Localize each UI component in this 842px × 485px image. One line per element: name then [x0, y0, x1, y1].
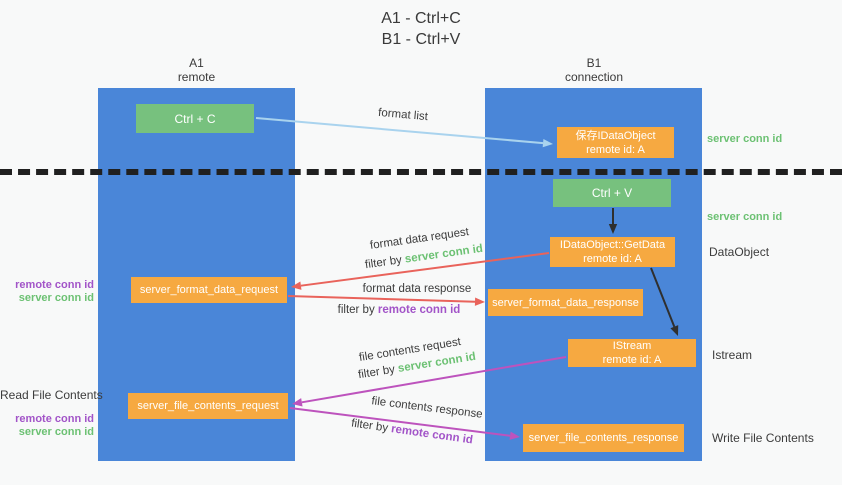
flow-label-filter-by-remote-conn-id-1: filter by remote conn id — [324, 304, 474, 316]
side-label-server-conn-id-top-right: server conn id — [707, 133, 783, 145]
lifeline-header-b1: B1 connection — [485, 56, 703, 84]
node-server-file-contents-response: server_file_contents_response — [523, 424, 684, 452]
side-label-istream: Istream — [712, 348, 753, 362]
format-data-response-arrow — [287, 295, 485, 306]
side-label-server-conn-id-bottom-left: server conn id — [18, 426, 94, 438]
file-contents-request-arrow — [292, 356, 567, 407]
node-save-idataobject: 保存IDataObject remote id: A — [557, 127, 674, 158]
node-idataobject-getdata: IDataObject::GetData remote id: A — [550, 237, 675, 267]
ctrlv-to-getdata-arrow — [608, 208, 618, 234]
title-line-1: A1 - Ctrl+C — [381, 10, 461, 27]
node-ctrl-v: Ctrl + V — [553, 179, 671, 207]
node-server-file-contents-request: server_file_contents_request — [128, 393, 288, 419]
getdata-to-istream-arrow — [650, 267, 679, 336]
node-getdata-line2: remote id: A — [583, 253, 642, 265]
remote-conn-id-text: remote conn id — [377, 304, 461, 316]
node-istream: IStream remote id: A — [568, 339, 696, 367]
lifeline-b1-role: connection — [564, 70, 624, 84]
lifeline-b1-name: B1 — [586, 56, 602, 70]
title-line-2: B1 - Ctrl+V — [381, 31, 461, 48]
node-file-request-label: server_file_contents_request — [137, 400, 279, 412]
node-format-request-label: server_format_data_request — [139, 284, 279, 296]
node-istream-line2: remote id: A — [602, 354, 662, 366]
node-format-response-label: server_format_data_response — [492, 296, 639, 309]
node-server-format-data-request: server_format_data_request — [131, 277, 287, 303]
node-ctrl-c: Ctrl + C — [136, 104, 254, 133]
diagram-title: A1 - Ctrl+C B1 - Ctrl+V — [296, 8, 546, 50]
node-file-response-label: server_file_contents_response — [528, 432, 679, 444]
node-ctrl-v-label: Ctrl + V — [591, 186, 633, 200]
side-label-server-conn-id-mid-right: server conn id — [707, 211, 783, 223]
lifeline-header-a1: A1 remote — [98, 56, 295, 84]
format-list-arrow — [255, 117, 553, 148]
side-label-remote-conn-id-top-left: remote conn id — [15, 279, 94, 291]
flow-label-format-data-response: format data response — [342, 283, 492, 295]
format-data-request-arrow — [291, 252, 550, 290]
node-save-idataobject-line1: 保存IDataObject — [575, 129, 656, 142]
lifeline-a1-role: remote — [177, 70, 216, 84]
side-label-read-file-contents: Read File Contents — [0, 388, 103, 402]
file-contents-response-arrow — [289, 407, 520, 440]
node-server-format-data-response: server_format_data_response — [488, 289, 643, 316]
side-label-remote-conn-id-bottom-left: remote conn id — [15, 413, 94, 425]
node-save-idataobject-line2: remote id: A — [586, 143, 645, 156]
dotted-separator-line — [0, 169, 842, 175]
lifeline-a1-name: A1 — [189, 56, 204, 70]
side-label-dataobject: DataObject — [709, 245, 770, 259]
side-label-server-conn-id-top-left: server conn id — [18, 292, 94, 304]
node-ctrl-c-label: Ctrl + C — [174, 111, 216, 126]
node-istream-line1: IStream — [612, 340, 652, 352]
node-getdata-line1: IDataObject::GetData — [559, 239, 666, 251]
format-data-response-text: format data response — [362, 283, 472, 295]
side-label-write-file-contents: Write File Contents — [712, 431, 814, 445]
filter-by-text: filter by — [337, 304, 378, 316]
